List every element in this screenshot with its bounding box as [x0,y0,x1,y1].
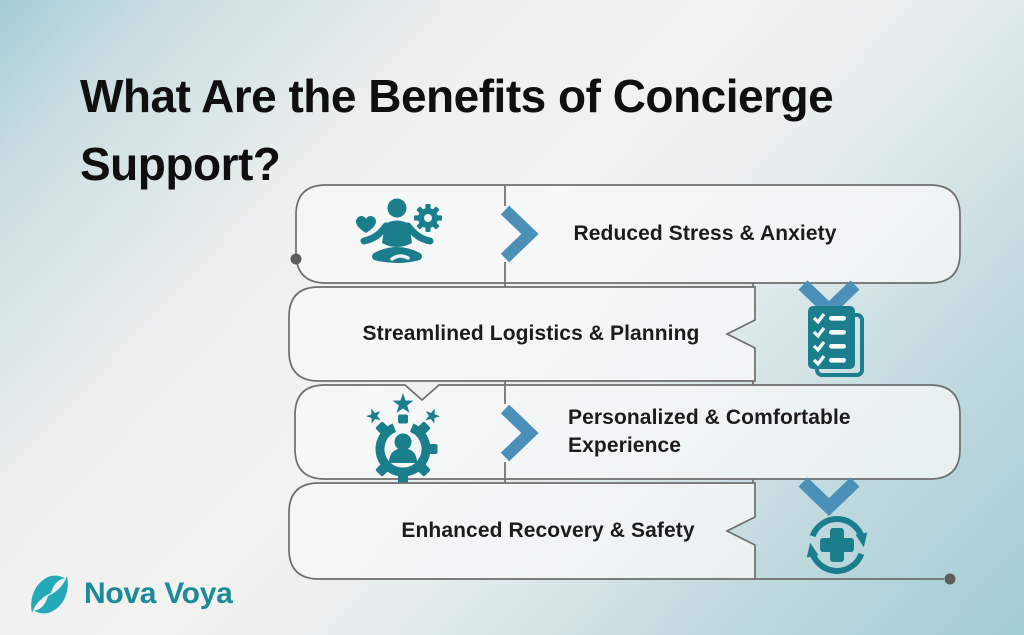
flow-start-dot [290,253,302,265]
star-icon [425,408,440,424]
nova-voya-swirl-icon [31,575,68,614]
logo: Nova Voya [28,572,233,616]
checklist-icon [808,306,864,377]
benefit-label-4: Enhanced Recovery & Safety [401,519,695,542]
benefit-label-3: Personalized & Comfortable Experience [568,406,851,457]
chevron-right-icon [500,404,539,462]
chevron-right-icon [500,205,539,263]
flow-end-dot [944,573,956,585]
person-gear-stars-icon [366,393,440,484]
page-title-line-2: Support? [80,138,281,190]
connector-ticks-row4 [504,479,754,483]
meditation-heart-gear-icon [356,198,442,263]
notch-left [288,286,756,382]
gear-icon [414,204,442,232]
page-title: What Are the Benefits of Concierge Suppo… [80,62,960,198]
benefit-label-1: Reduced Stress & Anxiety [573,222,837,245]
benefit-box-4 [288,477,956,585]
benefit-box-3 [294,384,961,480]
notch-left [288,482,756,580]
medical-cross-refresh-icon [806,516,868,574]
page-title-line-1: What Are the Benefits of Concierge [80,70,834,122]
benefit-box-2 [288,280,860,385]
chevron-down-icon [798,477,860,517]
notch-down [294,384,961,480]
heart-icon [356,216,376,233]
star-icon [392,393,414,413]
logo-text: Nova Voya [84,577,233,610]
benefit-label-2: Streamlined Logistics & Planning [362,322,700,345]
benefit-box-1 [290,184,961,284]
star-icon [366,408,381,424]
connector-ticks-row2 [504,283,754,385]
